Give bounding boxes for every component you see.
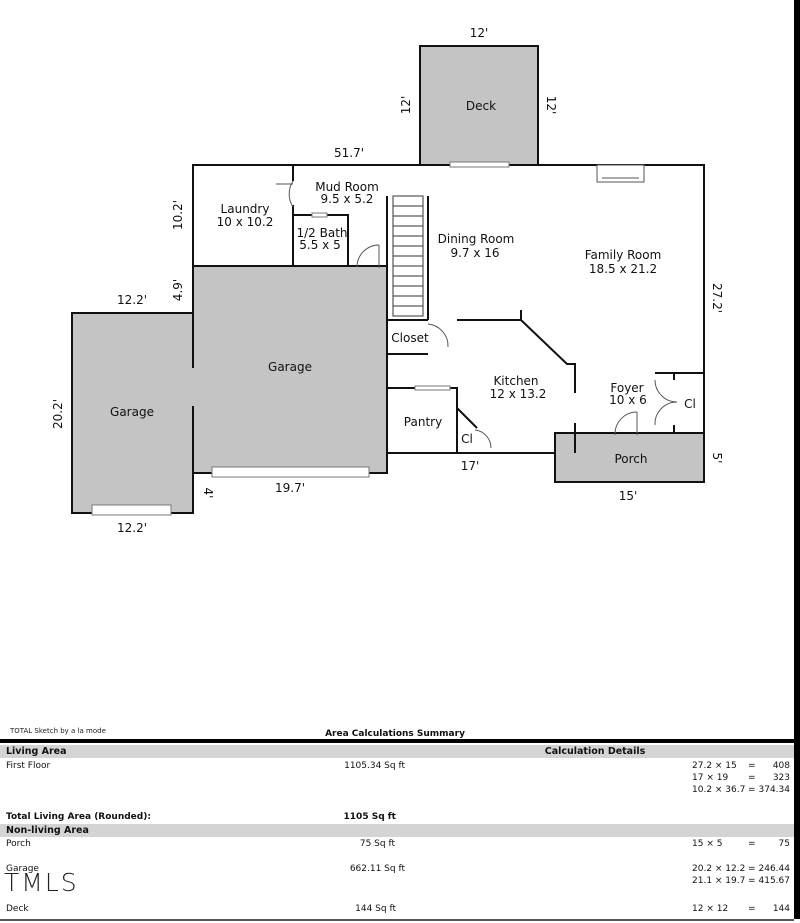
garage-door-side <box>91 504 172 516</box>
row-area: 1105.34 Sq ft <box>344 761 405 771</box>
calc-eq: = <box>748 773 756 783</box>
foyer-label: Foyer <box>610 381 643 395</box>
half-bath-label: 1/2 Bath <box>296 226 347 240</box>
calc-eq: = <box>748 876 756 886</box>
calc-eq: = <box>748 785 756 795</box>
kitchen-label: Kitchen <box>493 374 538 388</box>
sketch-credit: TOTAL Sketch by a la mode <box>10 727 106 735</box>
side-garage-label: Garage <box>110 405 154 419</box>
family-room-size: 18.5 x 21.2 <box>589 262 657 276</box>
laundry-size: 10 x 10.2 <box>217 215 274 229</box>
foyer-size: 10 x 6 <box>609 393 647 407</box>
side-garage-area <box>71 312 194 514</box>
half-bath-size: 5.5 x 5 <box>299 238 340 252</box>
table-right-border <box>794 743 800 919</box>
porch-area <box>554 432 705 483</box>
row-area: 662.11 Sq ft <box>349 864 405 874</box>
calc-result: 415.67 <box>758 876 791 886</box>
porch-label: Porch <box>614 452 647 466</box>
dim-right-side: 27.2' <box>710 283 724 313</box>
main-garage-label: Garage <box>268 360 312 374</box>
divider <box>0 739 800 743</box>
foyer-closet-label: Cl <box>684 397 696 411</box>
dim-left-upper: 10.2' <box>171 200 185 230</box>
living-area-header: Living Area Calculation Details <box>0 745 794 758</box>
floor-plan: Deck Laundry 10 x 10.2 Mud Room 9.5 x 5.… <box>51 26 724 535</box>
pantry-label: Pantry <box>404 415 442 429</box>
deck-label: Deck <box>466 99 496 113</box>
pantry-closet-label: Cl <box>461 432 473 446</box>
dim-deck-left: 12' <box>399 96 413 115</box>
calc-result: 323 <box>772 773 790 783</box>
calc-expr: 27.2 × 15 <box>692 761 737 771</box>
kitchen-size: 12 x 13.2 <box>490 387 547 401</box>
row-name: Deck <box>6 904 29 914</box>
calc-result: 408 <box>772 761 790 771</box>
laundry-label: Laundry <box>221 202 270 216</box>
nonliving-area-title: Non-living Area <box>6 825 89 836</box>
row-name: First Floor <box>6 761 51 771</box>
table-bottom-rule <box>0 919 794 921</box>
calc-expr: 12 × 12 <box>692 904 729 914</box>
dim-porch-bottom: 15' <box>619 489 638 503</box>
page-right-border <box>794 0 800 742</box>
mud-room-size: 9.5 x 5.2 <box>321 192 374 206</box>
calc-result: 374.34 <box>758 785 791 795</box>
dim-side-garage-bottom: 12.2' <box>117 521 147 535</box>
calc-expr: 10.2 × 36.7 <box>692 785 746 795</box>
calc-eq: = <box>748 904 756 914</box>
summary-title: Area Calculations Summary <box>325 729 465 739</box>
deck-slider-door <box>449 161 510 168</box>
dim-porch-right: 5' <box>710 453 724 464</box>
calc-details-title: Calculation Details <box>544 746 646 757</box>
tmls-watermark: TMLS <box>4 868 79 897</box>
dim-kitchen-bottom: 17' <box>461 459 480 473</box>
row-name: Porch <box>6 839 31 849</box>
row-area: 75 Sq ft <box>359 839 395 849</box>
area-calculations-table: Living Area Calculation Details First Fl… <box>0 743 800 919</box>
calc-result: 144 <box>772 904 790 914</box>
calc-result: 246.44 <box>758 864 791 874</box>
calc-expr: 15 × 5 <box>692 839 723 849</box>
row-name: Garage <box>6 864 39 874</box>
garage-door-main <box>211 466 370 478</box>
dim-left-step: 4.9' <box>171 279 185 301</box>
dining-room-size: 9.7 x 16 <box>450 246 499 260</box>
dining-room-label: Dining Room <box>438 232 515 246</box>
mud-room-label: Mud Room <box>315 180 379 194</box>
dim-deck-right: 12' <box>544 96 558 115</box>
living-area-title: Living Area <box>6 746 67 757</box>
calc-eq: = <box>748 864 756 874</box>
dim-deck-top: 12' <box>470 26 489 40</box>
closet-label: Closet <box>391 331 429 345</box>
calc-eq: = <box>748 761 756 771</box>
family-room-label: Family Room <box>585 248 662 262</box>
calc-expr: 21.1 × 19.7 <box>692 876 746 886</box>
dim-garage-bottom: 19.7' <box>275 481 305 495</box>
calc-result: 75 <box>778 839 790 849</box>
calc-expr: 17 × 19 <box>692 773 729 783</box>
calc-eq: = <box>748 839 756 849</box>
nonliving-area-header: Non-living Area <box>0 824 794 837</box>
deck-area <box>419 45 539 166</box>
dim-house-top: 51.7' <box>334 146 364 160</box>
total-living-label: Total Living Area (Rounded): <box>6 812 151 822</box>
calc-expr: 20.2 × 12.2 <box>692 864 746 874</box>
dim-side-garage-left: 20.2' <box>51 399 65 429</box>
main-garage-area <box>192 265 388 474</box>
row-area: 144 Sq ft <box>355 904 396 914</box>
fireplace <box>596 164 645 183</box>
dim-garage-offset: 4' <box>201 488 215 499</box>
dim-side-garage-top: 12.2' <box>117 293 147 307</box>
total-living-value: 1105 Sq ft <box>343 812 396 822</box>
